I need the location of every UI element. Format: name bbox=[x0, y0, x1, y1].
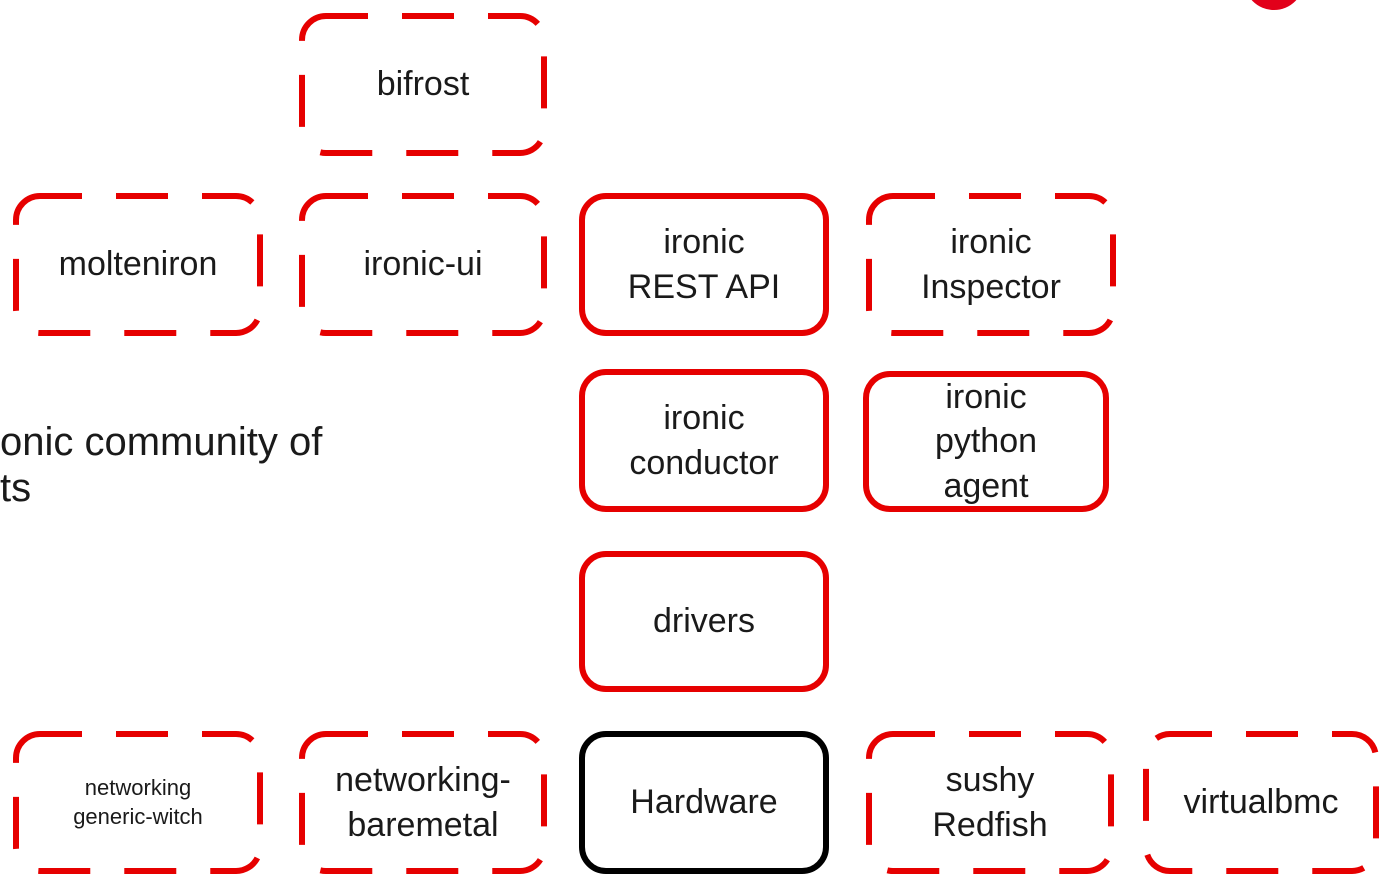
node-label: ironic Inspector bbox=[921, 223, 1061, 306]
node-networking-baremetal: networking- baremetal bbox=[298, 730, 548, 875]
node-label: ironic python agent bbox=[934, 378, 1038, 505]
side-text-line2: ts bbox=[0, 466, 32, 510]
node-border bbox=[579, 551, 829, 692]
side-text-line1: onic community of bbox=[0, 420, 323, 464]
node-border bbox=[579, 193, 829, 336]
node-border bbox=[299, 731, 547, 874]
node-ironic-rest-api: ironic REST API bbox=[578, 192, 830, 337]
node-drivers: drivers bbox=[578, 550, 830, 693]
node-ironic-python-agent: ironic python agent bbox=[862, 370, 1110, 513]
node-border bbox=[299, 13, 547, 156]
node-border bbox=[1143, 731, 1379, 874]
node-border bbox=[866, 731, 1114, 874]
node-label: ironic REST API bbox=[627, 223, 781, 306]
node-label: bifrost bbox=[376, 65, 470, 104]
node-hardware: Hardware bbox=[578, 730, 830, 875]
node-ironic-inspector: ironic Inspector bbox=[865, 192, 1117, 337]
node-label: ironic conductor bbox=[629, 399, 779, 482]
logo-mark bbox=[1244, 0, 1304, 10]
node-label: networking- baremetal bbox=[335, 761, 511, 844]
node-border bbox=[863, 371, 1109, 512]
node-molteniron: molteniron bbox=[12, 192, 264, 337]
node-border bbox=[579, 731, 829, 874]
node-border bbox=[299, 193, 547, 336]
node-bifrost: bifrost bbox=[298, 12, 548, 157]
node-label: drivers bbox=[652, 602, 756, 641]
node-label: ironic-ui bbox=[363, 245, 483, 284]
node-label: Hardware bbox=[630, 783, 778, 822]
node-border bbox=[13, 731, 263, 874]
node-ironic-ui: ironic-ui bbox=[298, 192, 548, 337]
node-label: networking generic-witch bbox=[73, 774, 203, 829]
node-border bbox=[579, 369, 829, 512]
node-virtualbmc: virtualbmc bbox=[1142, 730, 1380, 875]
node-label: molteniron bbox=[58, 245, 218, 284]
node-ironic-conductor: ironic conductor bbox=[578, 368, 830, 513]
node-border bbox=[13, 193, 263, 336]
node-border bbox=[866, 193, 1116, 336]
node-networking-generic-switch: networking generic-witch bbox=[12, 730, 264, 875]
node-label: sushy Redfish bbox=[932, 761, 1048, 844]
node-sushy-redfish: sushy Redfish bbox=[865, 730, 1115, 875]
node-label: virtualbmc bbox=[1183, 783, 1339, 822]
